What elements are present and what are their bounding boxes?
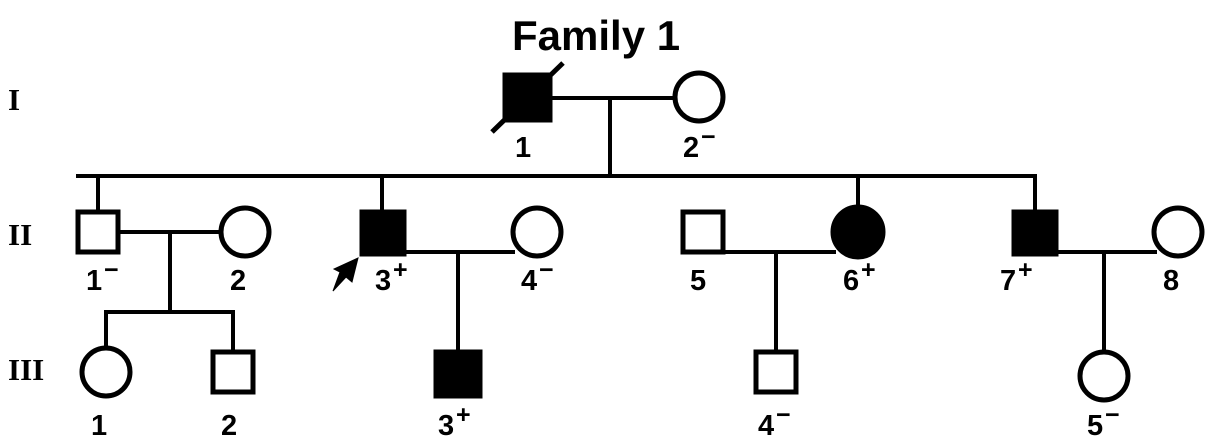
individual-status-superscript: + (393, 256, 408, 284)
symbol-circle-unaffected[interactable] (1077, 349, 1131, 403)
individual-id-label: 2 (230, 265, 246, 297)
symbol-square-affected[interactable] (433, 349, 483, 399)
generation-label-i: I (8, 82, 20, 117)
individual-id-label: 2 (683, 132, 699, 164)
individual-status-superscript: + (1018, 256, 1033, 284)
individual-id-label: 4 (521, 265, 537, 297)
individual-id-label: 8 (1163, 265, 1179, 297)
symbol-circle-affected[interactable] (830, 204, 886, 260)
proband-arrow-icon (332, 257, 359, 292)
individual-i-1[interactable]: 1 (490, 61, 565, 164)
individual-ii-8[interactable]: 8 (1151, 205, 1205, 297)
individual-i-2[interactable]: 2 − (672, 70, 726, 164)
symbol-circle-unaffected[interactable] (1151, 205, 1205, 259)
individual-id-label: 3 (375, 265, 391, 297)
symbol-square-unaffected[interactable] (75, 209, 121, 255)
generation-i-links (76, 96, 1037, 214)
individual-id-label: 3 (438, 410, 454, 442)
individual-iii-5[interactable]: 5 − (1077, 349, 1131, 442)
individual-status-superscript: − (104, 256, 119, 284)
symbol-circle-unaffected[interactable] (510, 205, 564, 259)
deceased-slash-icon (490, 61, 565, 134)
individual-id-label: 6 (843, 265, 859, 297)
individual-ii-4[interactable]: 4 − (510, 205, 564, 297)
symbol-circle-unaffected[interactable] (672, 70, 726, 124)
page-title: Family 1 (512, 12, 680, 59)
individual-id-label: 7 (1000, 265, 1016, 297)
generation-label-iii: III (8, 352, 44, 387)
individual-status-superscript: − (701, 123, 716, 151)
generation-ii-links (104, 230, 1157, 354)
individual-id-label: 1 (515, 132, 531, 164)
individual-id-label: 2 (221, 410, 237, 442)
individual-iii-1[interactable]: 1 (79, 345, 133, 442)
individual-iii-4[interactable]: 4 − (753, 349, 799, 442)
individual-iii-2[interactable]: 2 (210, 349, 256, 442)
individual-status-superscript: − (539, 256, 554, 284)
individual-id-label: 1 (91, 410, 107, 442)
individual-ii-2[interactable]: 2 (218, 205, 272, 297)
individual-status-superscript: − (776, 401, 791, 429)
symbol-square-unaffected[interactable] (753, 349, 799, 395)
individual-status-superscript: − (1105, 401, 1120, 429)
individual-id-label: 5 (1087, 410, 1103, 442)
symbol-circle-unaffected[interactable] (79, 345, 133, 399)
individual-id-label: 1 (86, 265, 102, 297)
symbol-circle-unaffected[interactable] (218, 205, 272, 259)
individual-ii-5[interactable]: 5 (680, 209, 726, 297)
individual-status-superscript: + (861, 256, 876, 284)
individual-ii-1[interactable]: 1 − (75, 209, 121, 297)
individual-iii-3[interactable]: 3 + (433, 349, 483, 442)
individual-ii-3[interactable]: 3 + (332, 209, 408, 297)
generation-label-ii: II (8, 217, 32, 252)
symbol-square-unaffected[interactable] (210, 349, 256, 395)
individual-status-superscript: + (456, 401, 471, 429)
symbol-square-affected[interactable] (1011, 209, 1059, 257)
individual-id-label: 5 (690, 265, 706, 297)
symbol-square-affected[interactable] (359, 209, 407, 257)
individual-id-label: 4 (758, 410, 774, 442)
individual-ii-6[interactable]: 6 + (830, 204, 886, 297)
symbol-square-unaffected[interactable] (680, 209, 726, 255)
individual-ii-7[interactable]: 7 + (1000, 209, 1059, 297)
